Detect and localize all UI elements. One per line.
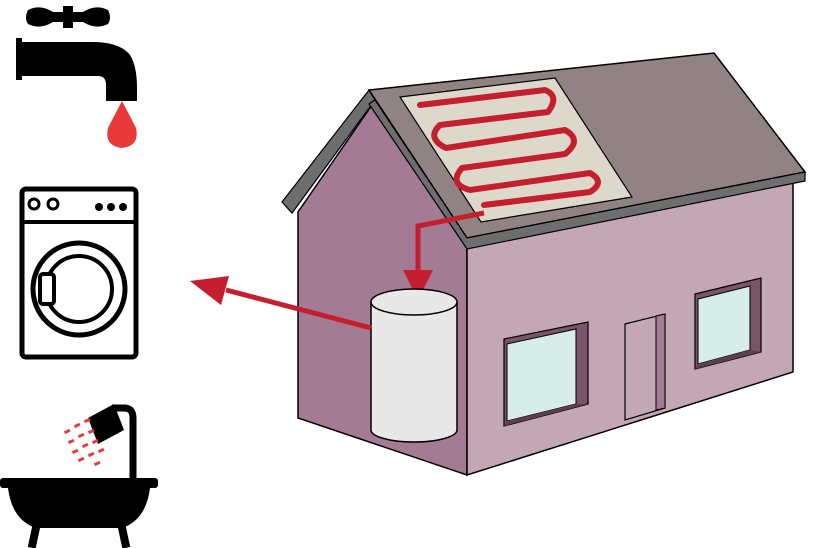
feed-pipe [415, 210, 485, 278]
tap-icon [16, 6, 137, 148]
house [190, 52, 807, 477]
window-left-sill [504, 404, 588, 426]
water-drop-icon [107, 101, 137, 148]
bath-shower-icon [0, 404, 158, 548]
tank-body [370, 301, 458, 443]
output-pipe [225, 287, 372, 331]
washing-machine-icon [19, 186, 139, 360]
door-side [655, 313, 666, 411]
hot-water-tank [370, 288, 458, 443]
feed-pipe-arrowhead [403, 270, 433, 300]
roof-eave-edge [368, 99, 806, 250]
shower-spray [63, 417, 105, 467]
output-pipe-arrowhead [190, 276, 229, 305]
solar-panel-pipe [417, 87, 601, 208]
window-right-sill [695, 350, 761, 369]
tank-top [370, 288, 458, 316]
